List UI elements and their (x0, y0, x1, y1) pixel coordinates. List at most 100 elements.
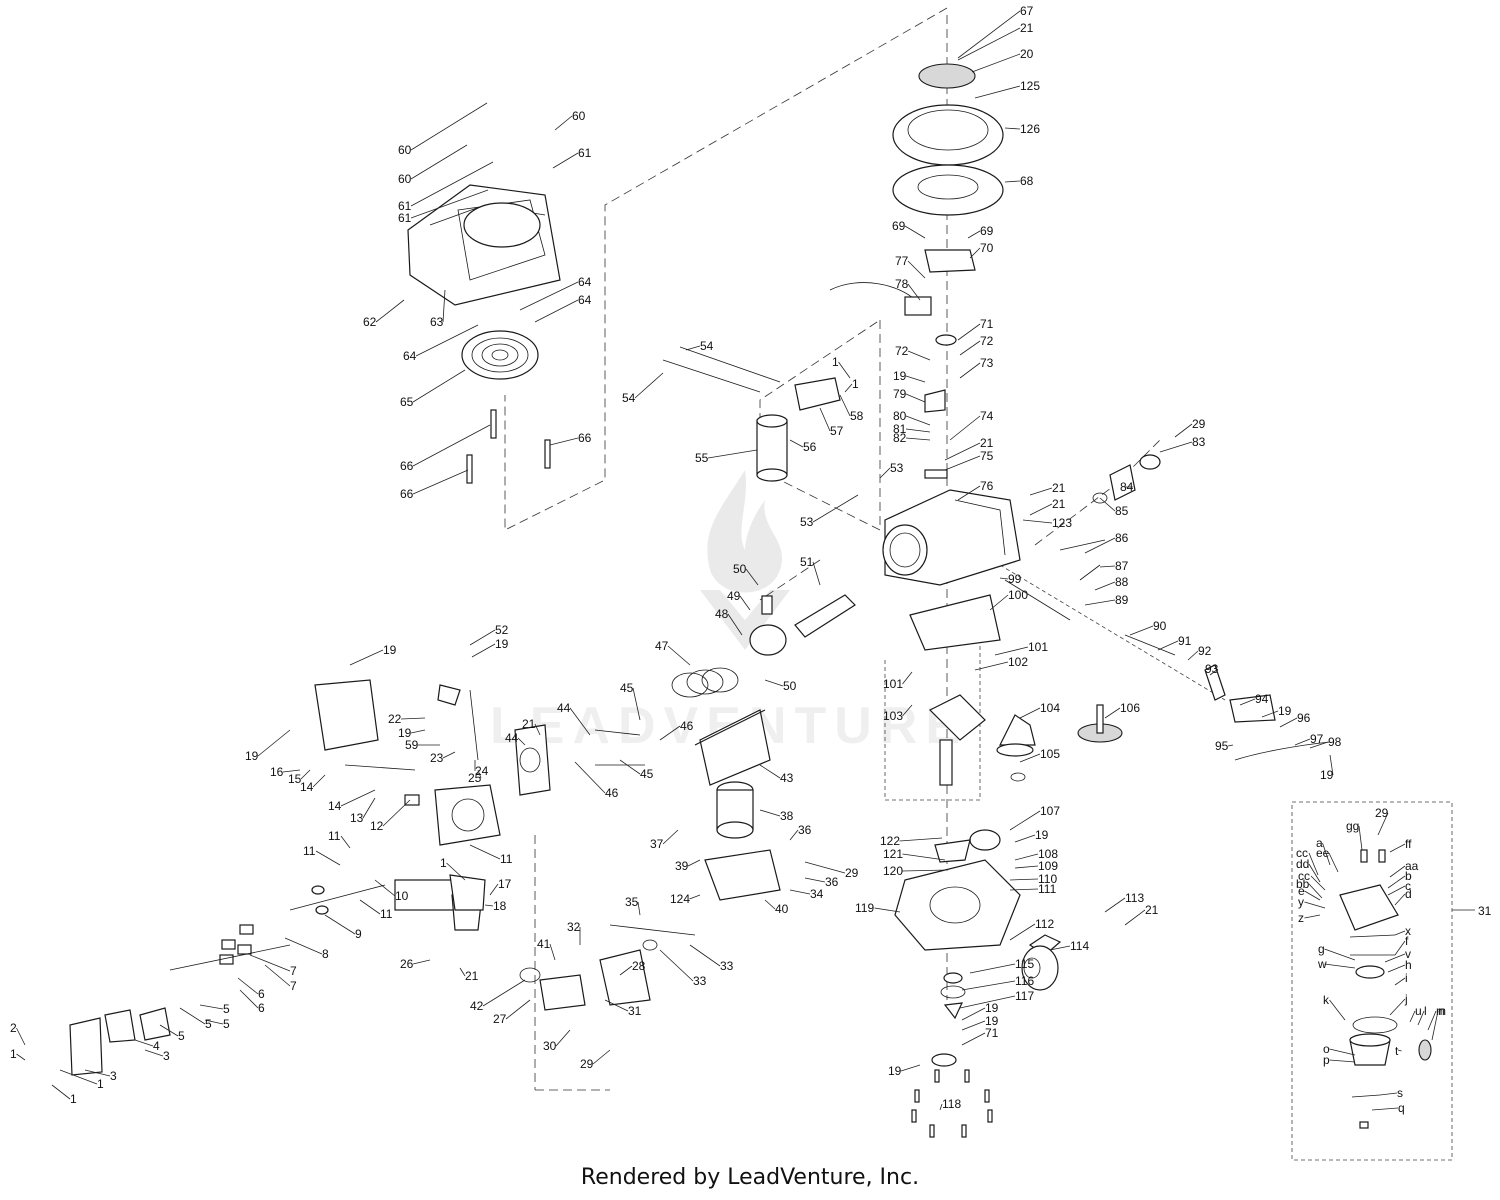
callout-label: 45 (640, 767, 654, 781)
callout-leader (739, 595, 751, 611)
callout-leader (727, 613, 743, 636)
callout-leader (764, 899, 776, 910)
callout-label: 19 (985, 1001, 999, 1015)
callout-label: 62 (363, 315, 377, 329)
callout-label: z (1298, 911, 1304, 925)
callout-leader (1308, 863, 1321, 883)
callout-leader (1084, 599, 1116, 606)
callout-label: 1 (70, 1092, 77, 1106)
callout-leader (971, 53, 1021, 73)
callout-label: 66 (400, 459, 414, 473)
callout-leader (759, 809, 781, 817)
callout-label: 19 (893, 369, 907, 383)
callout-leader (469, 629, 496, 646)
callout-label: 52 (495, 623, 509, 637)
callout-leader (707, 449, 758, 459)
callout-label: 19 (1278, 704, 1292, 718)
callout-leader (1387, 885, 1406, 896)
rotating-screen (461, 330, 539, 380)
callout-label: y (1298, 895, 1304, 909)
callout-label: 91 (1178, 634, 1192, 648)
callout-label: 64 (403, 349, 417, 363)
callout-label: 96 (1297, 711, 1311, 725)
callout-label: 74 (980, 409, 994, 423)
callout-leader (1029, 487, 1053, 496)
callout-leader (159, 1024, 179, 1037)
callout-label: 99 (1008, 572, 1022, 586)
callout-label: 46 (680, 719, 694, 733)
callout-label: 11 (303, 844, 316, 858)
callout-leader (812, 561, 821, 586)
callout-leader (1104, 897, 1126, 913)
callout-leader (1387, 964, 1406, 973)
callout-label: 6 (258, 1001, 265, 1015)
callout-label: e (1298, 884, 1305, 898)
callout-leader (359, 899, 381, 915)
callout-label: 55 (695, 451, 709, 465)
callout-label: 78 (895, 277, 909, 291)
callout-leader (410, 144, 468, 180)
callout-leader (961, 1007, 986, 1021)
callout-leader (84, 1069, 111, 1077)
flywheel-stack (829, 63, 1004, 479)
callout-label: aa (1405, 859, 1419, 873)
callout-label: 29 (1375, 806, 1389, 820)
callout-label: 33 (693, 974, 707, 988)
callout-leader (574, 761, 606, 794)
callout-label: 119 (855, 901, 874, 915)
callout-leader (899, 837, 943, 842)
callout-leader (1159, 441, 1193, 453)
callout-label: 1 (97, 1077, 104, 1091)
callout-leader (471, 643, 496, 658)
callout-label: 97 (1310, 732, 1324, 746)
callout-leader (237, 977, 259, 995)
carburetor-detail-inset (1291, 801, 1453, 1161)
callout-leader (410, 729, 426, 734)
callout-label: 71 (985, 1026, 999, 1040)
callout-label: 51 (800, 555, 814, 569)
callout-label: 23 (430, 751, 444, 765)
callout-label: 1 (852, 377, 859, 391)
callout-leader (745, 568, 759, 586)
callout-leader (1371, 1107, 1399, 1111)
callout-leader (1310, 875, 1326, 891)
callout-leader (1304, 901, 1326, 909)
callout-label: l (1424, 1004, 1427, 1018)
callout-label: 90 (1153, 619, 1167, 633)
callout-label: 2 (10, 1021, 17, 1035)
callout-leader (1004, 127, 1021, 130)
callout-label: 71 (980, 317, 994, 331)
callout-leader (957, 10, 1021, 59)
callout-label: 5 (205, 1017, 212, 1031)
callout-label: d (1405, 887, 1412, 901)
callout-label: 126 (1020, 122, 1040, 136)
callout-leader (902, 704, 913, 717)
callout-label: 113 (1125, 891, 1144, 905)
callout-label: 125 (1020, 79, 1040, 93)
callout-label: 101 (883, 677, 903, 691)
callout-label: 35 (625, 895, 639, 909)
callout-leader (1329, 1059, 1356, 1063)
callout-label: 81 (893, 422, 907, 436)
callout-label: 54 (700, 339, 714, 353)
callout-leader (382, 799, 411, 827)
callout-leader (1261, 710, 1279, 718)
callout-leader (604, 999, 629, 1012)
callout-leader (949, 415, 981, 441)
callout-label: 19 (495, 637, 509, 651)
callout-leader (939, 1103, 943, 1111)
callout-leader (134, 1039, 154, 1047)
callout-leader (619, 759, 641, 775)
callout-leader (1009, 888, 1039, 891)
callout-label: 28 (632, 959, 646, 973)
callout-label: 19 (245, 749, 259, 763)
callout-leader (1394, 893, 1406, 906)
callout-label: 21 (1145, 903, 1159, 917)
callout-leader (907, 350, 931, 361)
callout-leader (634, 372, 664, 399)
callout-leader (1324, 948, 1356, 961)
callout-label: 33 (720, 959, 734, 973)
callout-label: 46 (605, 786, 619, 800)
callout-leader (838, 361, 851, 379)
callout-label: 122 (880, 834, 900, 848)
